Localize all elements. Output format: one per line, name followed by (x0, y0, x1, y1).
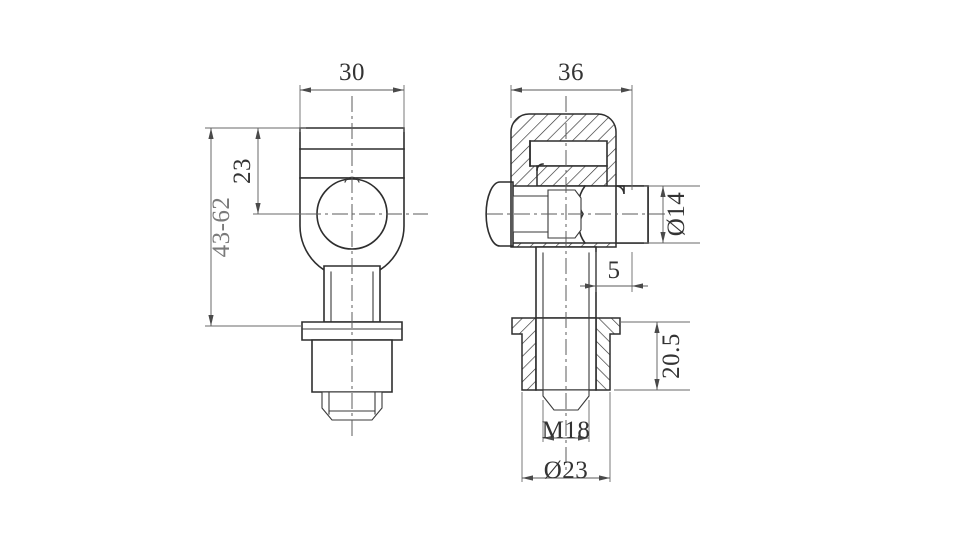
section-view-dimensions: 36 Ø14 5 20.5 M18 (510, 59, 700, 484)
front-view-geometry (278, 96, 428, 440)
dim-label-43-62: 43-62 (208, 197, 235, 258)
section-flange-left-wing (511, 317, 537, 391)
dim-label-30: 30 (339, 59, 365, 86)
front-view-dimensions: 30 23 43-62 (205, 59, 405, 327)
dim-5-arrow-right (632, 283, 643, 289)
section-cavity-fillet (536, 163, 544, 171)
dim-label-m18: M18 (542, 417, 591, 444)
dim-label-diameter-23: Ø23 (544, 457, 589, 484)
section-top-cavity (529, 140, 608, 167)
section-view-geometry (485, 96, 668, 470)
section-inner-hatch-band (536, 165, 608, 187)
dim-label-20-5: 20.5 (658, 333, 685, 379)
dim-label-diameter-14: Ø14 (663, 192, 690, 237)
section-flange-right-wing (595, 317, 621, 391)
dim-label-5: 5 (608, 257, 621, 284)
dim-5-arrow-left (585, 283, 596, 289)
dim-label-23: 23 (229, 158, 256, 184)
dim-label-36: 36 (558, 59, 584, 86)
section-right-boss-fillet (615, 185, 625, 195)
front-flange-collar (301, 321, 403, 341)
